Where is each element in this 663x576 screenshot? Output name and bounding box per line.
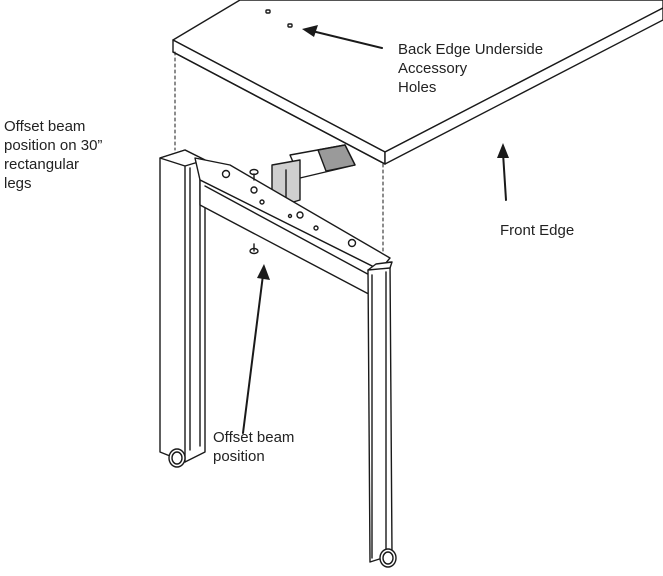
label-line: rectangular <box>4 156 80 173</box>
accessory-hole <box>287 23 293 28</box>
label-line: legs <box>4 175 32 192</box>
label-line: Holes <box>398 79 437 96</box>
left-leg <box>159 149 206 468</box>
alignment-lines <box>174 51 384 263</box>
screw <box>249 168 259 255</box>
label-line: Front Edge <box>500 222 575 239</box>
label-line: position <box>213 448 265 465</box>
label-line: Offset beam <box>4 118 86 135</box>
label-line: Accessory <box>398 60 468 77</box>
callout-arrows <box>242 25 509 434</box>
tabletop <box>172 0 663 165</box>
front-edge-label: Front Edge <box>500 221 574 240</box>
right-leg <box>367 261 397 568</box>
offset-beam-position-label: Offset beam position <box>213 428 294 466</box>
back-edge-accessory-holes-label: Back Edge Underside Accessory Holes <box>398 40 543 97</box>
accessory-hole <box>265 9 271 14</box>
offset-beam <box>271 144 356 207</box>
label-line: Offset beam <box>213 429 295 446</box>
label-line: Back Edge Underside <box>398 41 544 58</box>
offset-beam-30-rectangular-legs-label: Offset beam position on 30” rectangular … <box>4 117 102 193</box>
label-line: position on 30” <box>4 137 103 154</box>
